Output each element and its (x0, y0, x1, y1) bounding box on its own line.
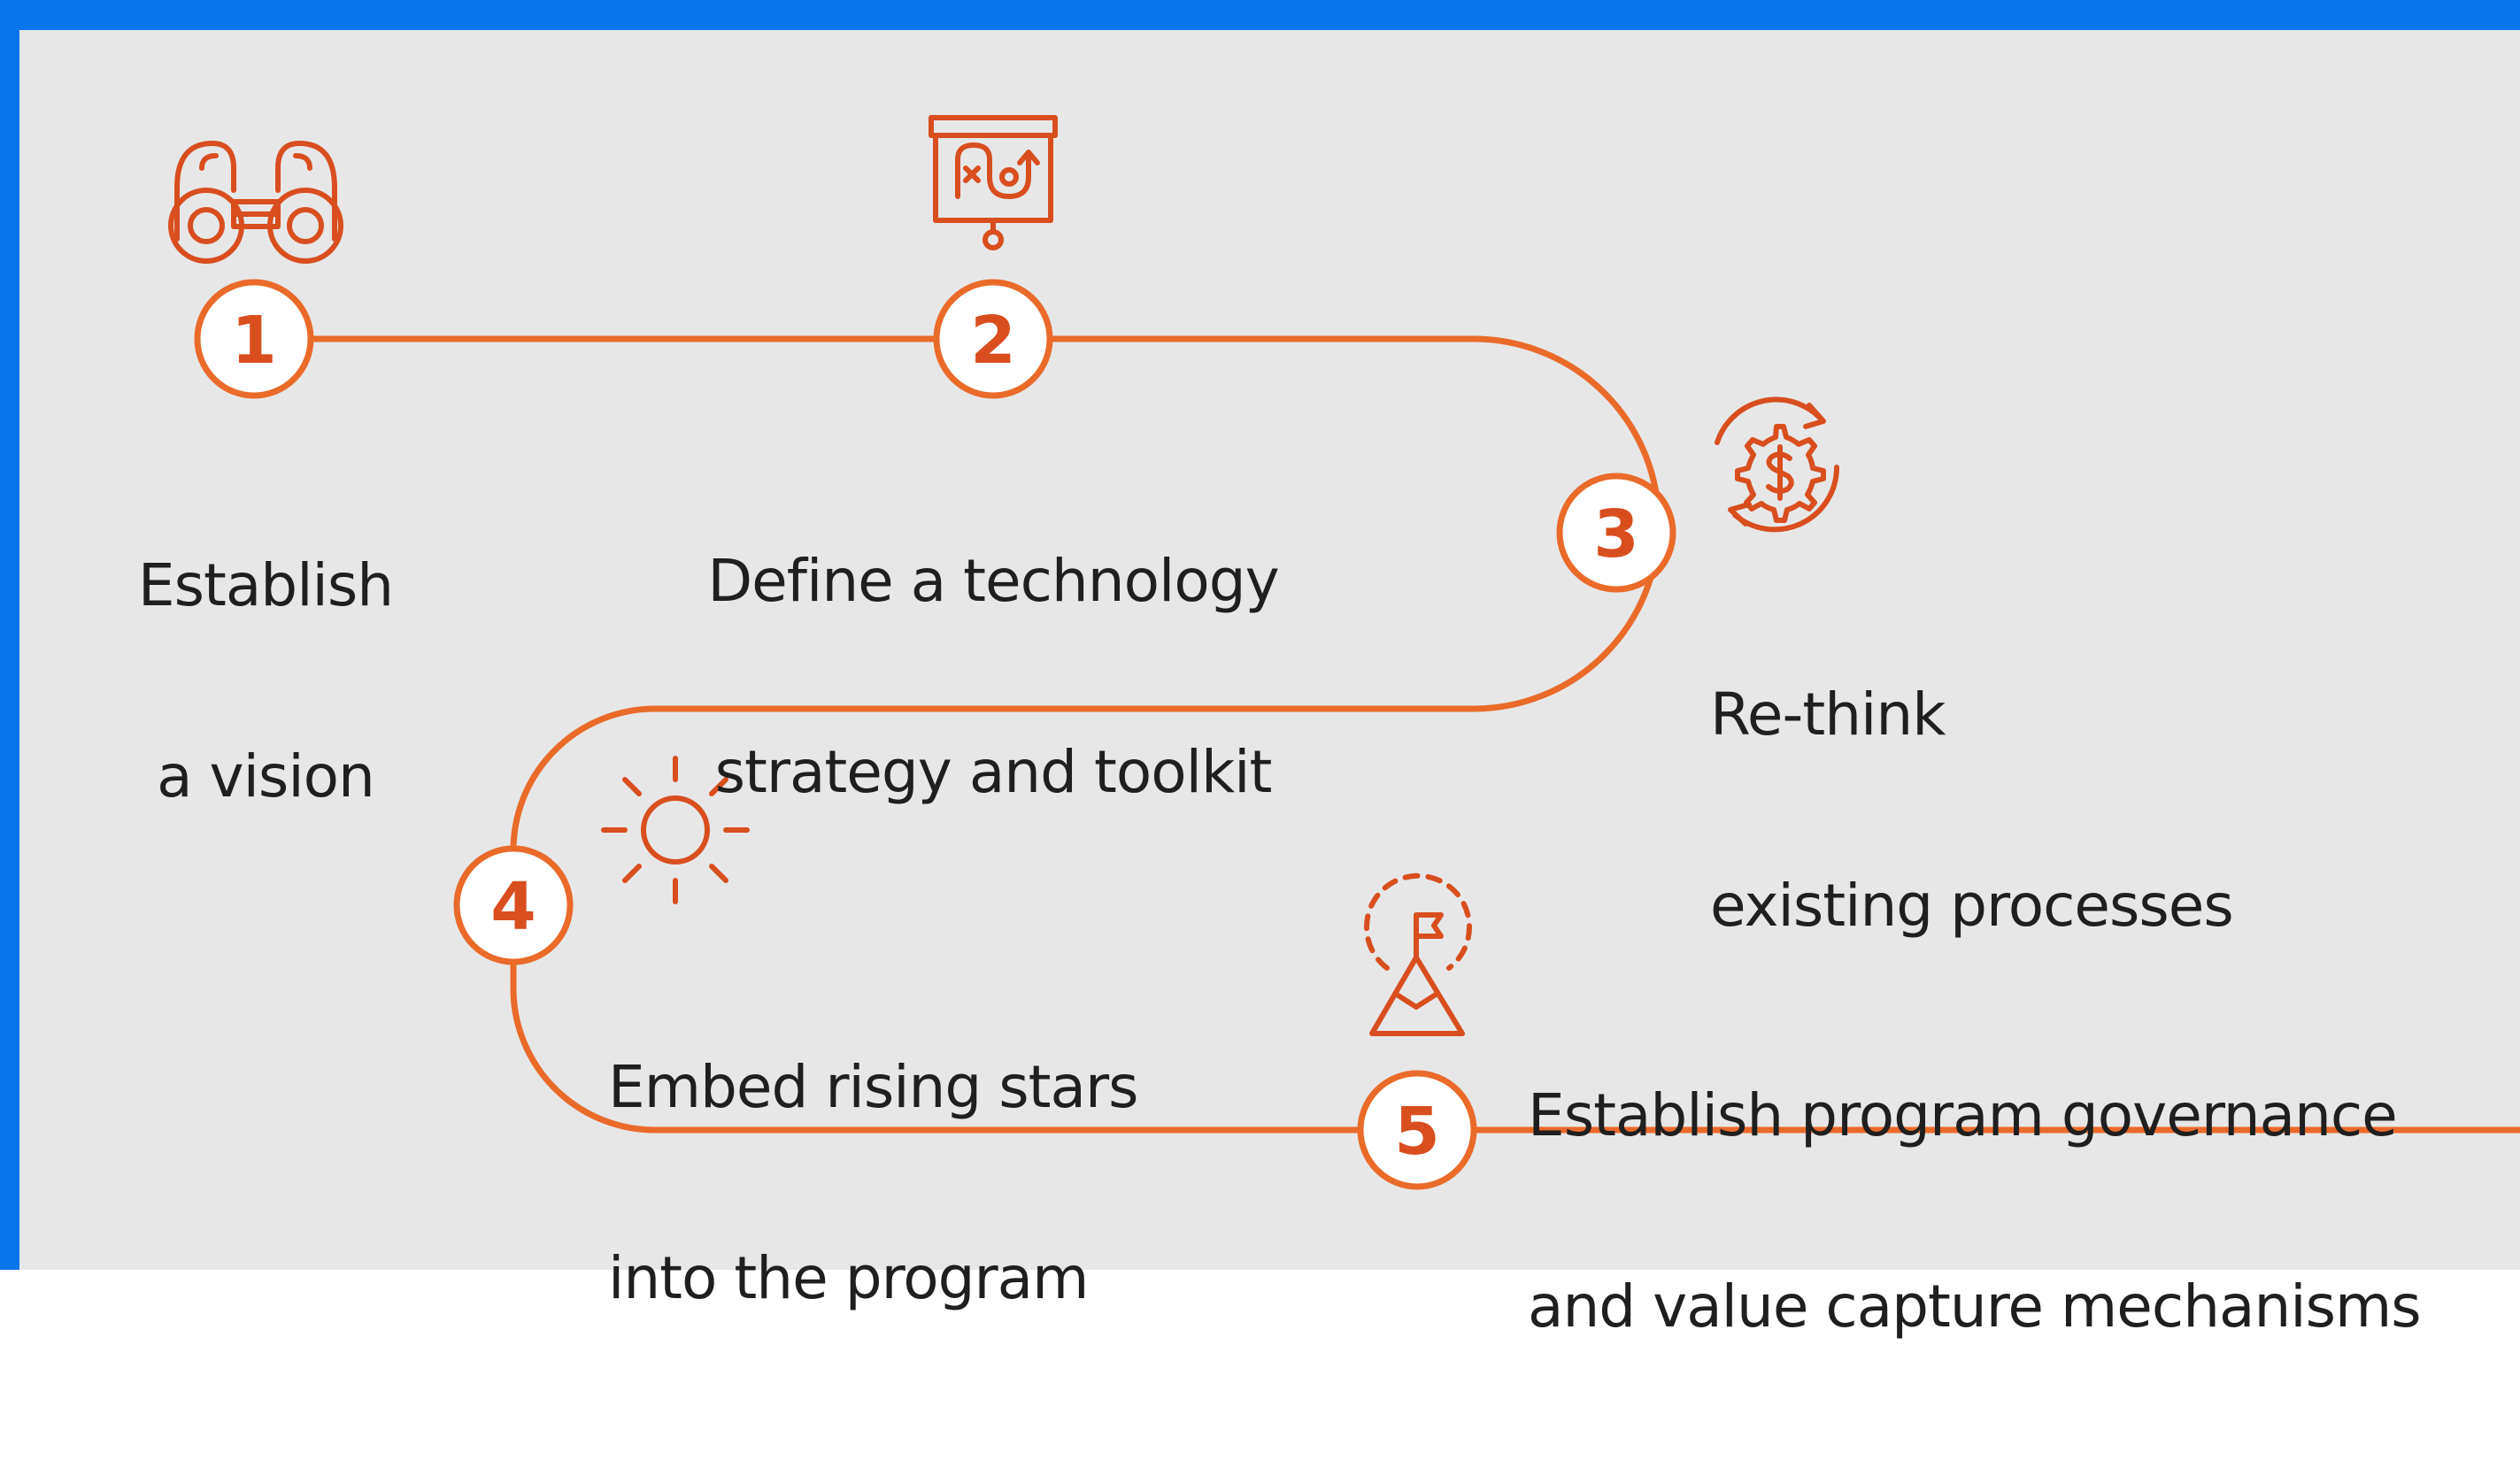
step-2-label-line1: Define a technology (707, 547, 1279, 615)
step-5-label-line1: Establish program governance (1528, 1081, 2398, 1149)
gear-dollar-cycle-icon (1715, 396, 1840, 533)
step-3-label-line2: existing processes (1710, 872, 2234, 940)
step-3-marker: 3 (1556, 473, 1676, 593)
step-5-label: Establish program governance and value c… (1528, 957, 2422, 1466)
step-4-label: Embed rising stars into the program (608, 928, 1138, 1438)
strategy-board-icon (929, 115, 1058, 250)
step-3-label-line1: Re-think (1710, 680, 1946, 749)
step-2-label: Define a technology strategy and toolkit (683, 422, 1303, 932)
content-panel (19, 30, 2520, 1270)
step-4-number: 4 (490, 869, 536, 945)
infographic-frame: 1 2 3 4 5 (0, 0, 2520, 1339)
step-1-number: 1 (231, 303, 277, 379)
step-4-label-line1: Embed rising stars (608, 1053, 1138, 1121)
step-5-label-line2: and value capture mechanisms (1528, 1272, 2422, 1341)
step-5-number: 5 (1394, 1094, 1440, 1170)
step-4-label-line2: into the program (608, 1244, 1089, 1312)
mountain-flag-icon (1364, 872, 1472, 1036)
step-1-label-line2: a vision (157, 742, 375, 811)
step-3-number: 3 (1593, 496, 1639, 573)
roadmap-diagram: 1 2 3 4 5 (168, 115, 2520, 1190)
step-1-marker: 1 (194, 279, 314, 399)
step-3-label: Re-think existing processes (1710, 556, 2234, 1065)
step-5-marker: 5 (1357, 1070, 1477, 1190)
step-1-label-line1: Establish (137, 551, 394, 619)
step-2-label-line2: strategy and toolkit (714, 738, 1273, 806)
step-2-number: 2 (970, 303, 1016, 379)
step-2-marker: 2 (933, 279, 1053, 399)
step-4-marker: 4 (453, 845, 574, 965)
binoculars-icon (168, 141, 343, 264)
roadmap-path (254, 335, 2520, 1134)
sun-icon (601, 756, 750, 904)
step-1-label: Establish a vision (124, 427, 407, 936)
